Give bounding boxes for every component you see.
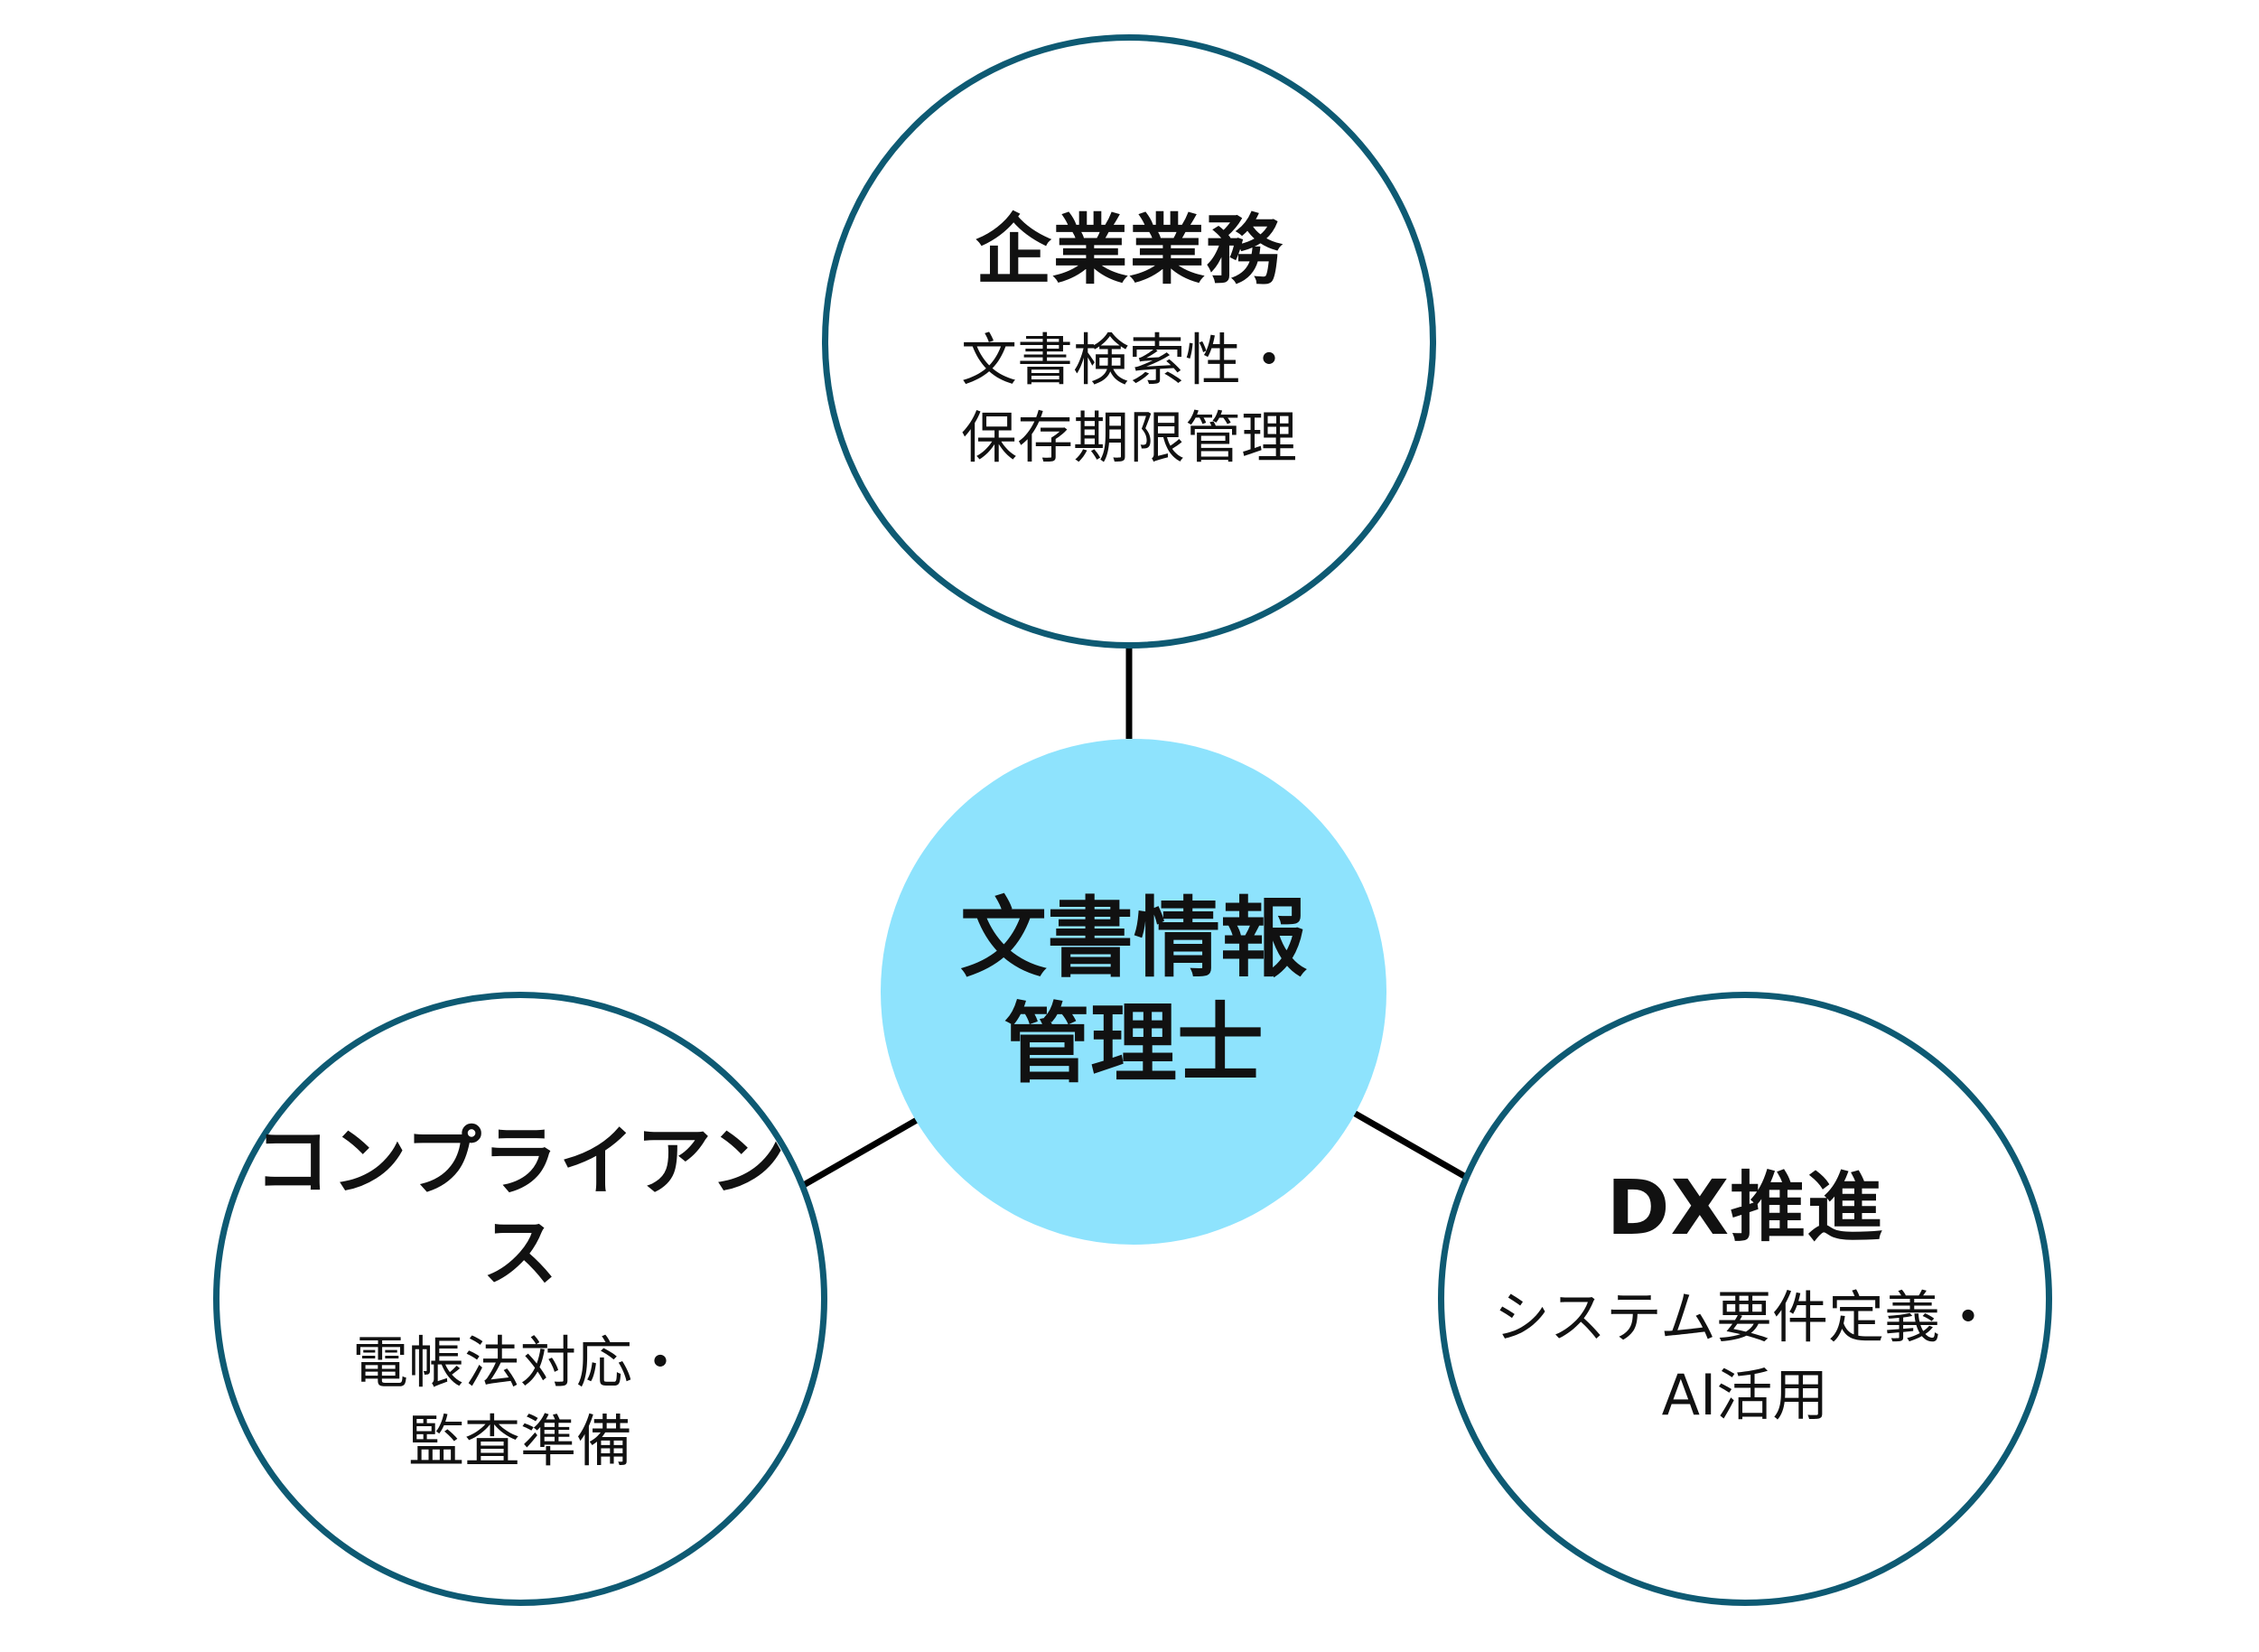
- node-description-line: AI活用: [1661, 1362, 1829, 1429]
- center-title: 文書情報 管理士: [960, 886, 1307, 1097]
- center-title-line: 文書情報: [960, 887, 1307, 989]
- connector-right: [1350, 1108, 1466, 1180]
- node-description-line: システム要件定義・: [1493, 1283, 1997, 1350]
- center-title-line: 管理士: [1003, 994, 1264, 1095]
- node-description-line: 文書検索性・: [960, 326, 1297, 393]
- node-description: 電帳法対応・ 監査準備: [352, 1324, 688, 1481]
- node-compliance: コンプライアンス 電帳法対応・ 監査準備: [213, 992, 827, 1606]
- node-description-line: 電帳法対応・: [351, 1330, 688, 1395]
- node-title: コンプライアンス: [254, 1117, 787, 1298]
- node-title: 企業業務: [975, 205, 1283, 294]
- node-description-line: 保存期限管理: [960, 405, 1297, 471]
- node-title: DX推進: [1606, 1162, 1884, 1252]
- node-description: システム要件定義・ AI活用: [1494, 1279, 1996, 1436]
- connector-left: [800, 1116, 919, 1190]
- node-description-line: 監査準備: [407, 1407, 632, 1474]
- node-corporate-operations: 企業業務 文書検索性・ 保存期限管理: [822, 34, 1436, 649]
- node-center-records-manager: 文書情報 管理士: [881, 739, 1386, 1245]
- node-dx-promotion: DX推進 システム要件定義・ AI活用: [1438, 992, 2052, 1606]
- node-description: 文書検索性・ 保存期限管理: [961, 322, 1297, 479]
